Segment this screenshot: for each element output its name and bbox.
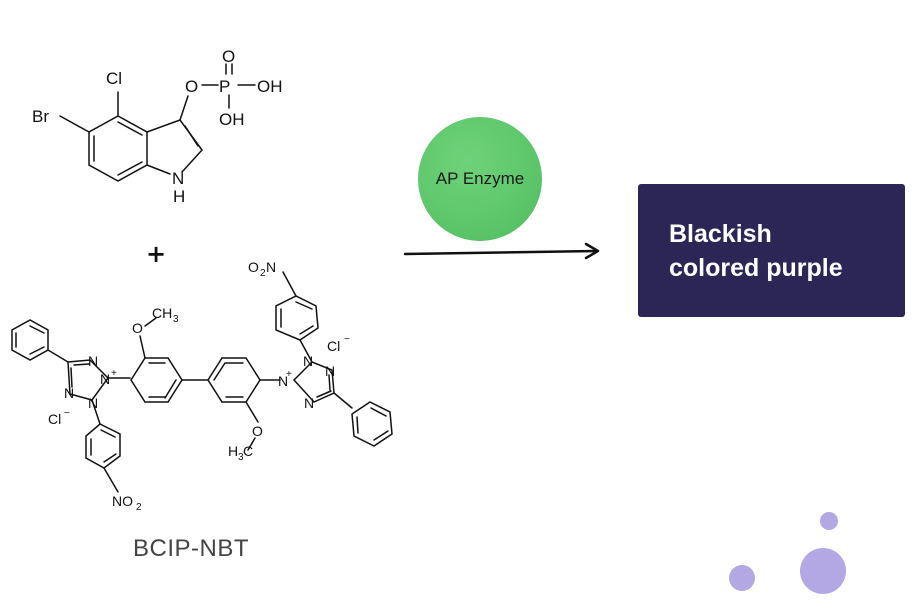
nbt-n2-label: N bbox=[100, 371, 110, 387]
nbt-nitro-top-o: O bbox=[248, 259, 259, 275]
nbt-minus-right: − bbox=[344, 334, 350, 345]
nbt-right-center-ring bbox=[207, 357, 261, 403]
decor-dot-large bbox=[800, 548, 846, 594]
nbt-n4-label: N bbox=[88, 395, 98, 411]
nbt-n6-label: N bbox=[303, 353, 313, 369]
bcip-cl-label: Cl bbox=[106, 69, 122, 88]
decor-dot-small bbox=[820, 512, 838, 530]
nbt-plus-right: + bbox=[286, 369, 292, 380]
bcip-nh-h-label: H bbox=[173, 187, 185, 206]
bcip-nh-n-label: N bbox=[172, 169, 184, 188]
nbt-n1-label: N bbox=[88, 353, 98, 369]
nbt-nitro-top-sub: 2 bbox=[260, 268, 266, 279]
bcip-benzene-ring bbox=[88, 115, 148, 182]
nbt-nitro-bottom-sub: 2 bbox=[136, 502, 142, 513]
bcip-oh1-label: OH bbox=[257, 77, 283, 96]
nbt-n8-label: N bbox=[304, 395, 314, 411]
reaction-arrow bbox=[403, 242, 600, 260]
nbt-left-phenyl bbox=[11, 319, 49, 361]
nbt-nitro-top-n: N bbox=[266, 259, 276, 275]
nbt-minus-left: − bbox=[64, 408, 70, 419]
bcip-ester-o-label: O bbox=[185, 77, 198, 96]
nbt-left-tetrazole bbox=[67, 359, 109, 401]
nbt-right-phenyl bbox=[351, 401, 393, 447]
plus-sign: + bbox=[146, 240, 166, 268]
nbt-methoxy-bottom-c: C bbox=[243, 443, 253, 459]
bcip-double-o-label: O bbox=[222, 47, 235, 66]
bcip-molecule: Cl Br O P O OH OH N H bbox=[32, 47, 283, 206]
bcip-oh2-label: OH bbox=[219, 110, 245, 129]
bcip-p-label: P bbox=[219, 77, 230, 96]
nbt-nitro-bottom-no: NO bbox=[112, 493, 133, 509]
molecule-caption: BCIP-NBT bbox=[133, 535, 250, 562]
nbt-methoxy-top-ch: CH bbox=[152, 305, 172, 321]
nbt-methoxy-bottom-sub: 3 bbox=[238, 452, 244, 463]
nbt-methoxy-bottom-h: H bbox=[228, 443, 238, 459]
nbt-n7-label: N bbox=[325, 363, 335, 379]
nbt-plus-left: + bbox=[111, 368, 117, 379]
nbt-cl-left-label: Cl bbox=[48, 411, 61, 427]
nbt-left-center-ring bbox=[130, 357, 183, 403]
nbt-n3-label: N bbox=[64, 385, 74, 401]
nbt-methoxy-bottom-o: O bbox=[252, 423, 263, 439]
nbt-right-tetrazole bbox=[292, 361, 335, 403]
result-box: Blackish colored purple bbox=[638, 184, 905, 317]
decor-dot-medium bbox=[729, 565, 755, 591]
nbt-cl-right-label: Cl bbox=[327, 338, 340, 354]
nbt-n5-label: N bbox=[278, 373, 288, 389]
enzyme-label: AP Enzyme bbox=[435, 169, 525, 188]
bcip-br-label: Br bbox=[32, 107, 49, 126]
nbt-methoxy-top-o: O bbox=[132, 320, 143, 336]
enzyme-circle: AP Enzyme bbox=[418, 117, 542, 241]
nbt-methoxy-top-sub: 3 bbox=[173, 314, 179, 325]
result-text: Blackish colored purple bbox=[669, 219, 843, 282]
nbt-molecule: N N + N N Cl − O CH 3 O H 3 C N + N N N … bbox=[11, 259, 393, 513]
